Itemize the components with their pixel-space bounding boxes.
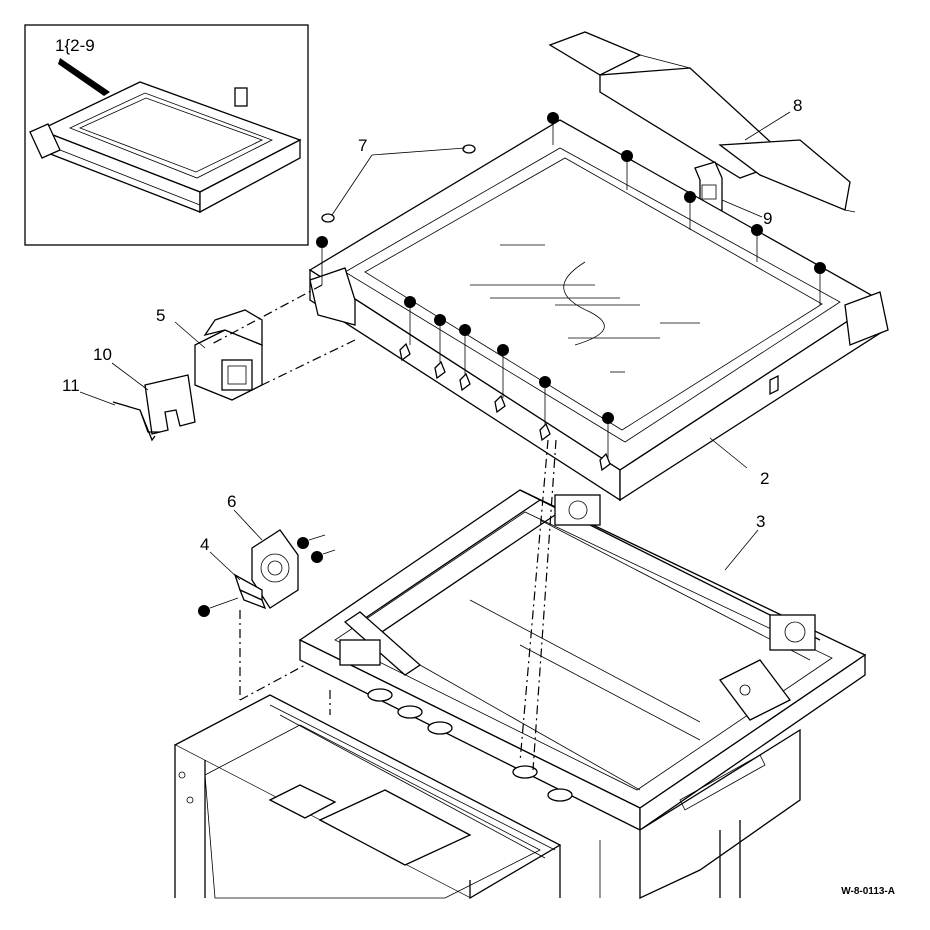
part-11-spring-clip bbox=[112, 401, 160, 442]
part-3-scanner-frame bbox=[298, 489, 867, 832]
frame-screws bbox=[316, 112, 826, 458]
screw bbox=[602, 412, 614, 424]
screw bbox=[547, 112, 559, 124]
callout-3: 3 bbox=[756, 512, 765, 531]
callout-11: 11 bbox=[62, 376, 80, 395]
callout-6: 6 bbox=[227, 492, 236, 511]
screw bbox=[497, 344, 509, 356]
drawing-reference: W-8-0113-A bbox=[841, 886, 895, 897]
callout-2: 2 bbox=[760, 469, 769, 488]
callout-labels: 7 8 9 2 3 5 10 11 6 4 bbox=[62, 96, 802, 554]
screw bbox=[297, 537, 309, 549]
assembly-guide-lines bbox=[209, 284, 557, 771]
callout-7: 7 bbox=[358, 136, 367, 155]
screw bbox=[311, 551, 323, 563]
screw bbox=[316, 236, 328, 248]
screw bbox=[684, 191, 696, 203]
screw bbox=[539, 376, 551, 388]
part-4-bracket bbox=[233, 573, 267, 610]
screw bbox=[751, 224, 763, 236]
part-2-platen-frame bbox=[308, 119, 889, 502]
callout-10: 10 bbox=[93, 345, 112, 364]
part-8-rear-cover bbox=[548, 31, 856, 213]
fan-screws bbox=[198, 534, 336, 617]
callout-leaders bbox=[79, 111, 791, 581]
screw bbox=[404, 296, 416, 308]
screw bbox=[814, 262, 826, 274]
screw bbox=[621, 150, 633, 162]
inset-label: 1{2-9 bbox=[55, 36, 95, 55]
part-6-fan bbox=[251, 529, 299, 609]
callout-5: 5 bbox=[156, 306, 165, 325]
screw bbox=[459, 324, 471, 336]
part-5-hinge-bracket bbox=[194, 309, 263, 401]
inset-pointer-arrow bbox=[58, 58, 110, 96]
callout-9: 9 bbox=[763, 209, 772, 228]
part-10-plate bbox=[144, 374, 196, 435]
inset-frame bbox=[24, 24, 309, 246]
screw bbox=[198, 605, 210, 617]
screw bbox=[434, 314, 446, 326]
machine-base-frame bbox=[173, 694, 801, 900]
inset-scanner-assembly bbox=[29, 81, 302, 214]
pin-left bbox=[321, 213, 335, 223]
part-7-pins bbox=[321, 144, 476, 223]
pin-rear bbox=[462, 144, 476, 154]
inset-overview: 1{2-9 bbox=[24, 24, 309, 246]
callout-4: 4 bbox=[200, 535, 209, 554]
callout-8: 8 bbox=[793, 96, 802, 115]
